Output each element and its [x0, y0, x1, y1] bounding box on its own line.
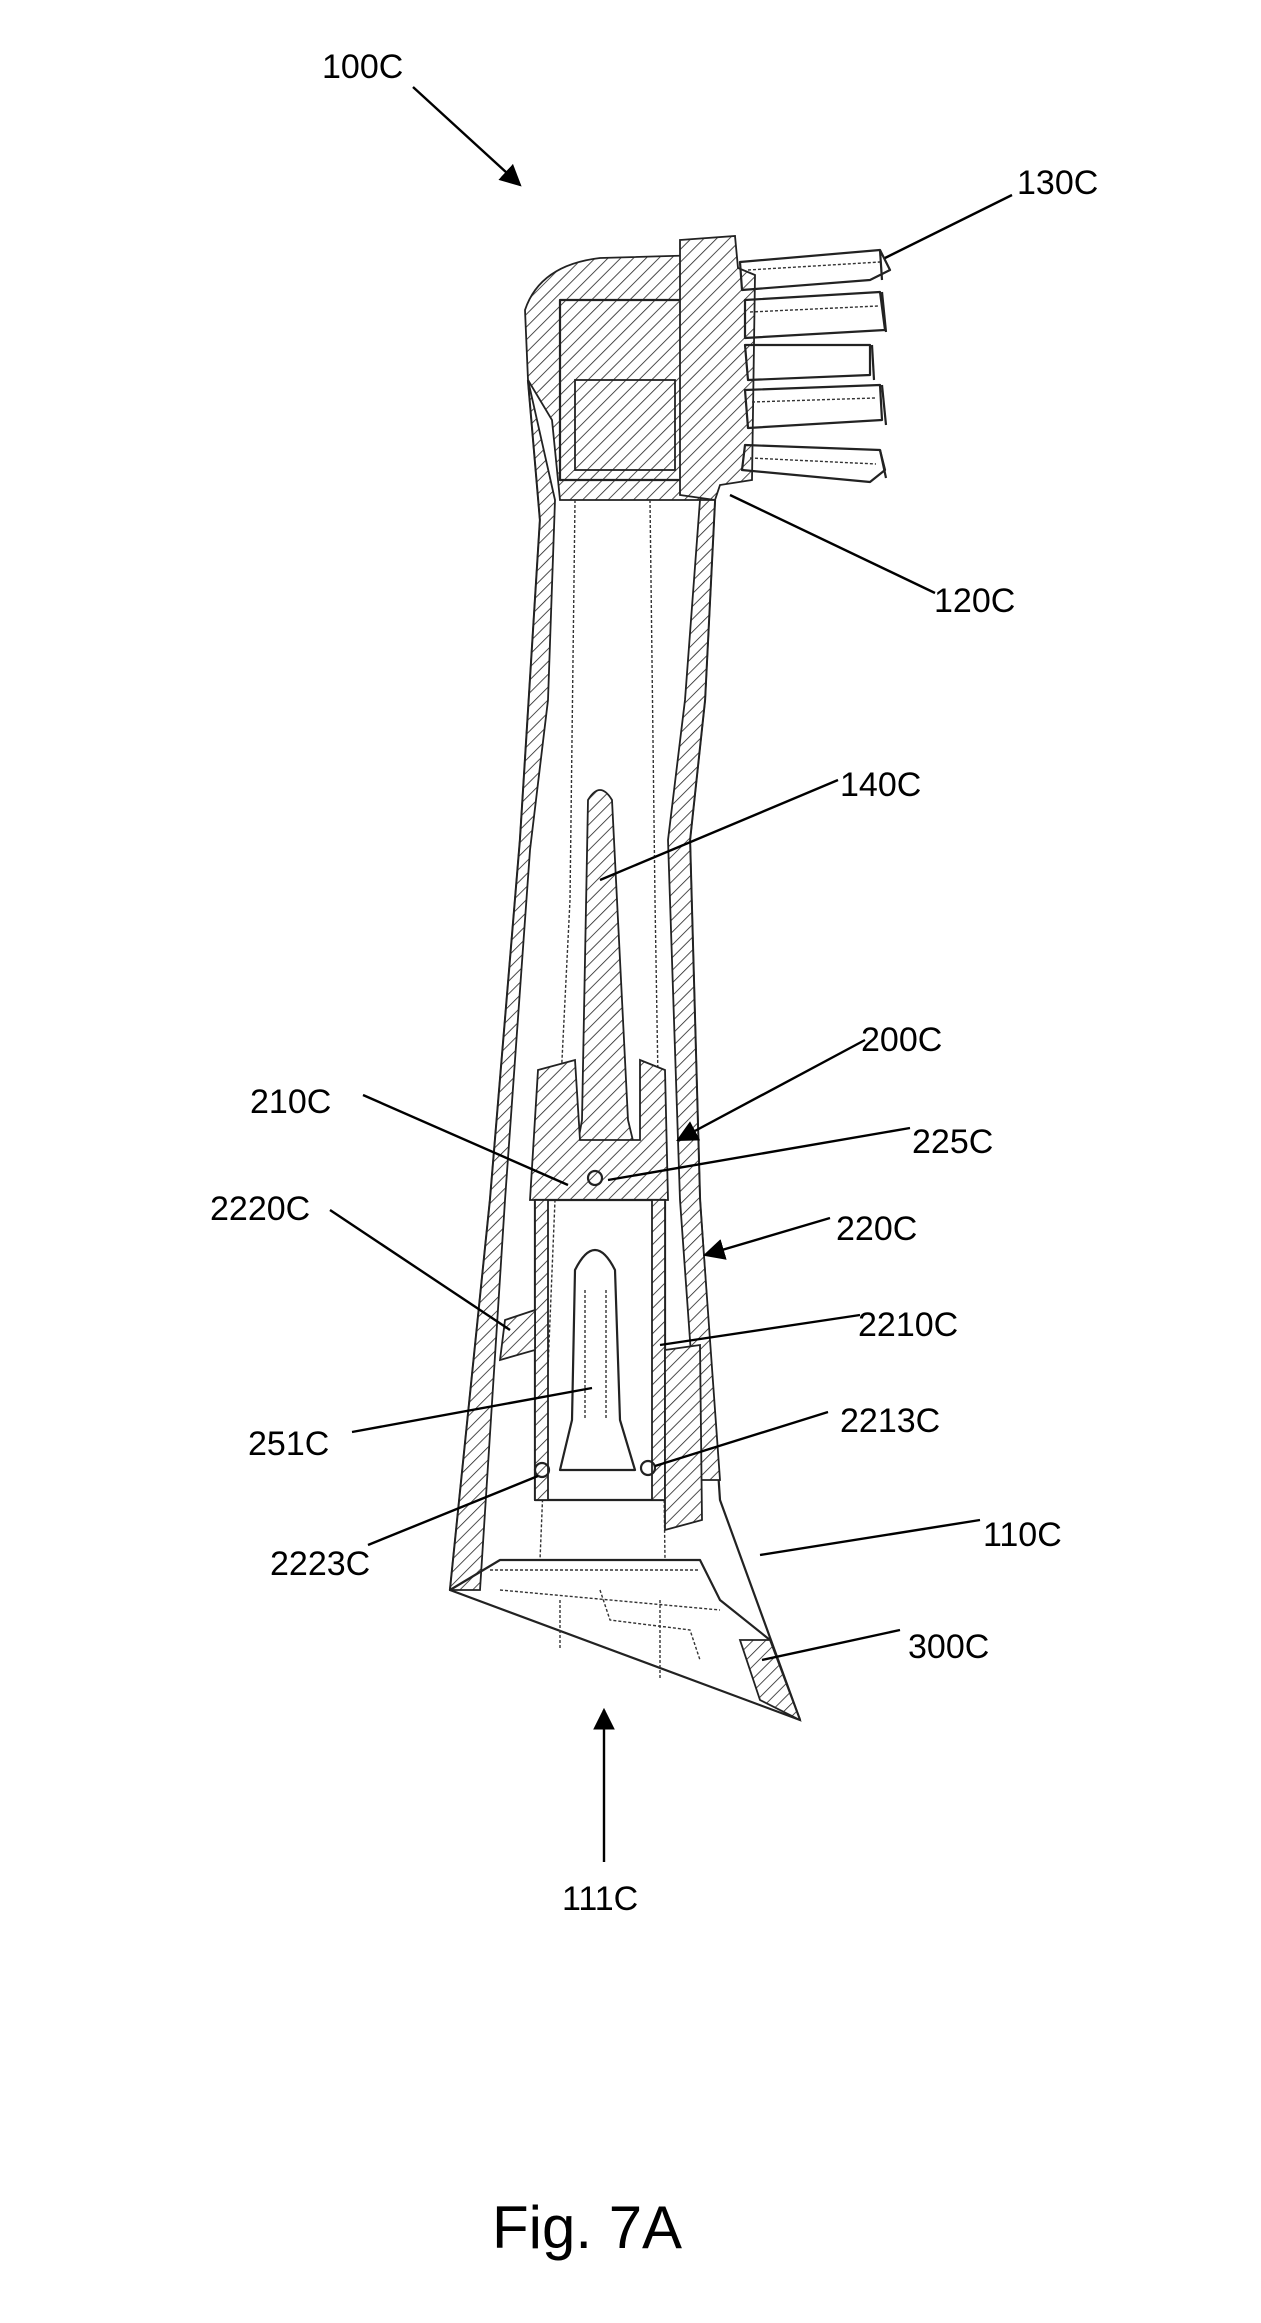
- label-2220c: 2220C: [210, 1190, 310, 1228]
- label-210c: 210C: [250, 1083, 331, 1121]
- label-110c: 110C: [983, 1516, 1062, 1554]
- ball-225c: [586, 1169, 604, 1187]
- ball-2223c: [533, 1461, 551, 1479]
- label-120c: 120C: [934, 582, 1015, 620]
- shoulder-right: [664, 1343, 703, 1532]
- label-251c: 251C: [248, 1425, 329, 1463]
- label-140c: 140C: [840, 766, 921, 804]
- label-2213c: 2213C: [840, 1402, 940, 1440]
- figure-caption: Fig. 7A: [492, 2194, 682, 2261]
- label-111c: 111C: [562, 1880, 638, 1918]
- label-300c: 300C: [908, 1628, 989, 1666]
- label-130c: 130C: [1017, 164, 1098, 202]
- drive-pin-inner: [584, 1290, 607, 1420]
- brush-carrier-120c: [679, 235, 756, 501]
- ball-2213c: [639, 1459, 657, 1477]
- base-cap-right: [738, 1639, 802, 1722]
- drive-pin-251c: [558, 1249, 637, 1472]
- label-2223c: 2223C: [270, 1545, 370, 1583]
- label-2210c: 2210C: [858, 1306, 958, 1344]
- base-inner-detail: [490, 1569, 721, 1680]
- neck-outer-left: [448, 379, 542, 1591]
- leader-lines: [329, 86, 1013, 1862]
- neck-wall-left: [449, 379, 556, 1591]
- label-225c: 225C: [912, 1123, 993, 1161]
- toothbrush-head-drawing: [448, 235, 892, 1722]
- neck-wall-right: [667, 499, 721, 1481]
- label-220c: 220C: [836, 1210, 917, 1248]
- label-100c: 100C: [322, 48, 403, 86]
- sleeve-wall-right: [651, 1199, 666, 1501]
- drive-shaft-140c: [570, 789, 642, 1176]
- shoulder-left: [498, 1308, 536, 1362]
- sleeve-wall-left: [534, 1199, 549, 1501]
- bristle-tufts-130c: [738, 248, 892, 484]
- coupling-sleeve-220c: [533, 1198, 667, 1502]
- reference-labels: 100C 130C 120C 140C 200C 210C 225C 2220C…: [210, 48, 1098, 1918]
- carrier-block: [574, 379, 676, 471]
- label-200c: 200C: [861, 1021, 942, 1059]
